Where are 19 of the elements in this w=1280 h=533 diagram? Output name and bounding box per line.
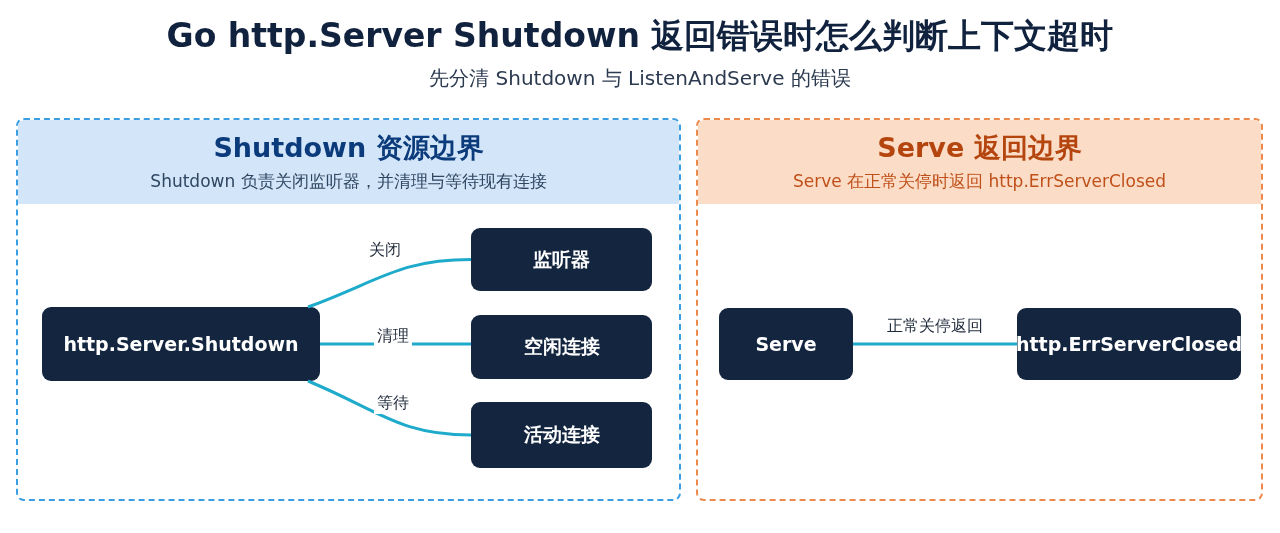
edge-label: 等待 — [374, 392, 412, 414]
connector-line — [307, 379, 472, 437]
panel-description: Shutdown 负责关闭监听器，并清理与等待现有连接 — [149, 170, 548, 193]
edge-label: 清理 — [374, 325, 412, 347]
process-box: 监听器 — [471, 228, 652, 291]
title: Go http.Server Shutdown 返回错误时怎么判断上下文超时 — [165, 15, 1115, 57]
process-box: 空闲连接 — [471, 315, 652, 379]
panel — [696, 118, 1263, 501]
panel-heading: Shutdown 资源边界 — [212, 131, 485, 165]
connector-line — [307, 258, 472, 309]
subtitle: 先分清 Shutdown 与 ListenAndServe 的错误 — [428, 65, 852, 92]
process-box: Serve — [719, 308, 853, 380]
panel-heading: Serve 返回边界 — [876, 131, 1083, 165]
process-box: http.Server.Shutdown — [42, 307, 320, 381]
process-box: http.ErrServerClosed — [1017, 308, 1241, 380]
process-box: 活动连接 — [471, 402, 652, 468]
panel-description: Serve 在正常关停时返回 http.ErrServerClosed — [791, 170, 1168, 193]
panel — [16, 118, 681, 501]
connector-line — [853, 342, 1017, 346]
